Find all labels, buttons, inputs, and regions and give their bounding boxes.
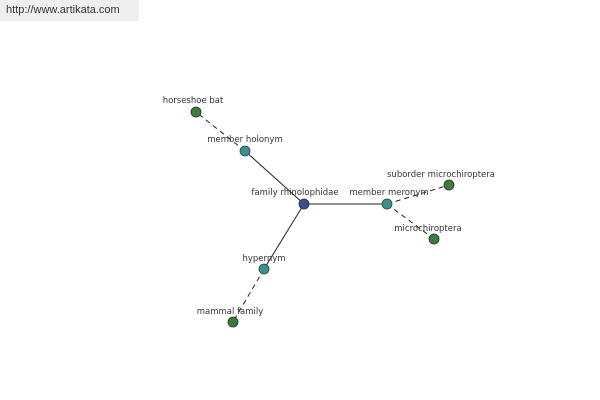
node-microchiroptera[interactable] <box>428 233 440 245</box>
label-center: family rhinolophidae <box>251 188 338 198</box>
node-suborder-microchiroptera[interactable] <box>443 179 455 191</box>
label-mammal-family: mammal family <box>197 307 264 317</box>
label-horseshoe-bat: horseshoe bat <box>163 96 224 106</box>
node-center[interactable] <box>298 198 310 210</box>
node-horseshoe-bat[interactable] <box>190 106 202 118</box>
site-url[interactable]: http://www.artikata.com <box>0 0 139 21</box>
label-microchiroptera: microchiroptera <box>394 224 461 234</box>
edge-center-member-holonym <box>244 150 305 205</box>
node-hypernym[interactable] <box>258 263 270 275</box>
node-member-meronym[interactable] <box>381 198 393 210</box>
edge-meronym-suborder-microchiroptera <box>386 184 450 205</box>
label-hypernym: hypernym <box>242 254 285 264</box>
node-mammal-family[interactable] <box>227 316 239 328</box>
edge-center-hypernym <box>263 203 305 270</box>
edge-hypernym-mammal-family <box>232 268 265 323</box>
label-member-holonym: member holonym <box>207 135 282 145</box>
edge-holonym-horseshoe-bat <box>195 111 246 152</box>
node-member-holonym[interactable] <box>239 145 251 157</box>
label-suborder-microchiroptera: suborder microchiroptera <box>387 170 495 180</box>
edge-meronym-microchiroptera <box>386 203 435 240</box>
label-member-meronym: member meronym <box>349 188 428 198</box>
